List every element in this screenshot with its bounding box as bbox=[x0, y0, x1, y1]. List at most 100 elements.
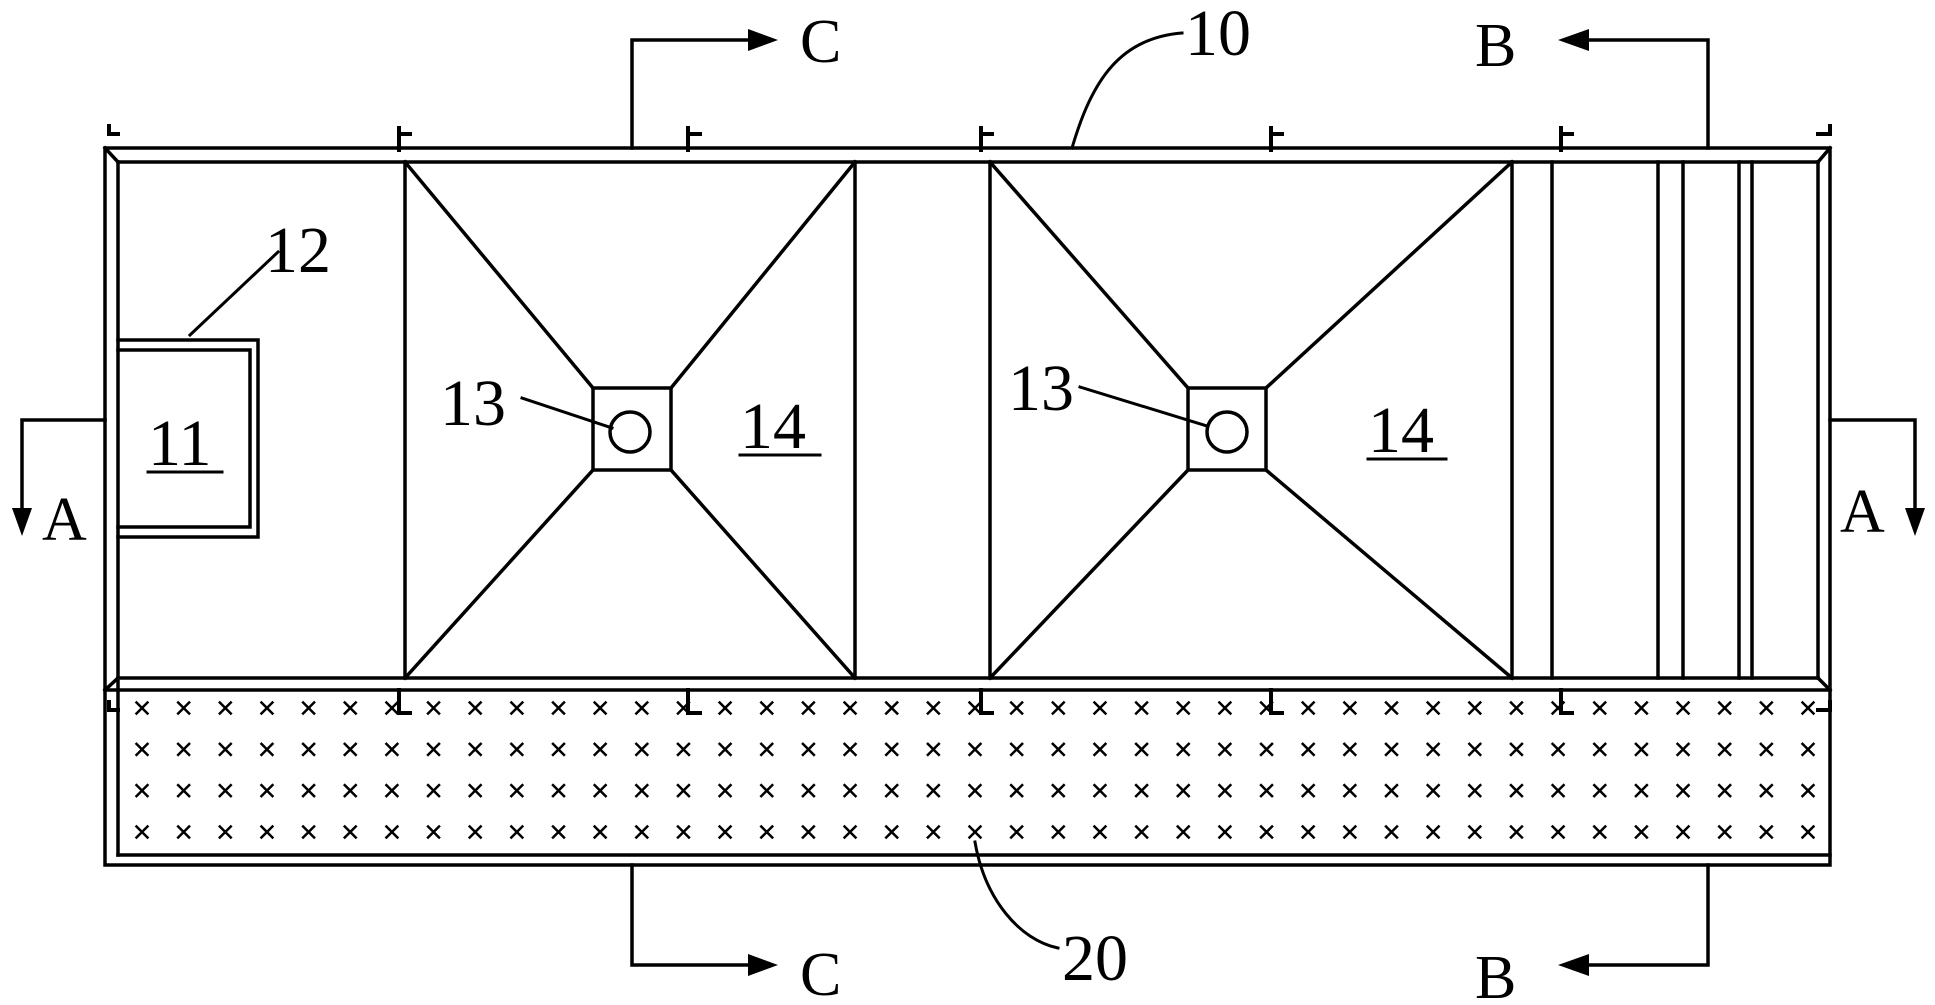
filler-cross bbox=[1300, 824, 1316, 840]
filler-cross bbox=[759, 783, 775, 798]
filler-cross bbox=[1467, 742, 1483, 757]
filler-cross bbox=[759, 742, 775, 757]
label-10: 10 bbox=[1185, 0, 1251, 70]
leader-lines bbox=[187, 31, 1209, 950]
filler-cross bbox=[301, 700, 316, 716]
filler-cross bbox=[1592, 742, 1608, 757]
filler-cross bbox=[1300, 700, 1316, 716]
filler-cross bbox=[1009, 742, 1024, 757]
filler-cross bbox=[1175, 824, 1191, 840]
filler-cross bbox=[634, 700, 650, 716]
filler-cross bbox=[1175, 700, 1191, 716]
filler-cross bbox=[1467, 783, 1483, 798]
top-bracket-ticks bbox=[107, 124, 1832, 152]
filler-cross bbox=[551, 824, 566, 840]
section-arrow-b-top bbox=[1558, 29, 1710, 150]
filler-cross bbox=[426, 742, 441, 757]
filler-cross bbox=[926, 742, 941, 757]
filler-cross bbox=[551, 783, 566, 798]
filler-cross bbox=[1800, 783, 1816, 798]
filler-cross bbox=[509, 824, 525, 840]
filler-cross bbox=[1384, 700, 1399, 716]
filler-cross bbox=[1009, 783, 1024, 798]
outer-housing bbox=[102, 145, 1833, 867]
filler-cross bbox=[176, 824, 191, 840]
filler-cross bbox=[634, 824, 650, 840]
filler-cross bbox=[842, 783, 858, 798]
filler-cross bbox=[134, 824, 150, 840]
filler-cross bbox=[426, 783, 441, 798]
filler-cross bbox=[467, 700, 483, 716]
filler-cross bbox=[1759, 742, 1774, 757]
filler-cross bbox=[801, 824, 816, 840]
filler-cross bbox=[1217, 824, 1233, 840]
filler-cross bbox=[551, 700, 566, 716]
filler-cross bbox=[592, 783, 608, 798]
filler-cross bbox=[1717, 742, 1732, 757]
inlet-box bbox=[116, 338, 260, 539]
filler-cross bbox=[1175, 742, 1191, 757]
section-letters: A A C C B B bbox=[42, 8, 1885, 1005]
filler-cross bbox=[676, 742, 691, 757]
filler-cross bbox=[218, 783, 233, 798]
filler-cross bbox=[1342, 742, 1358, 757]
filler-cross bbox=[884, 742, 899, 757]
filler-cross bbox=[884, 783, 899, 798]
section-arrow-b-bottom bbox=[1558, 863, 1710, 976]
filler-cross bbox=[884, 700, 899, 716]
filler-cross bbox=[1634, 700, 1649, 716]
filler-cross bbox=[967, 742, 983, 757]
section-arrow-c-bottom bbox=[630, 863, 778, 976]
filler-cross bbox=[926, 824, 941, 840]
filler-cross bbox=[1134, 742, 1149, 757]
filler-cross bbox=[342, 824, 358, 840]
filler-cross bbox=[509, 700, 525, 716]
filler-cross bbox=[1259, 742, 1274, 757]
section-letter-b-bottom: B bbox=[1475, 944, 1516, 1000]
filler-cross bbox=[342, 742, 358, 757]
filler-cross bbox=[1217, 742, 1233, 757]
filler-cross bbox=[342, 700, 358, 716]
filler-cross bbox=[467, 783, 483, 798]
filler-cross bbox=[426, 824, 441, 840]
filler-cross bbox=[1550, 824, 1566, 840]
filler-cross bbox=[1550, 783, 1566, 798]
filler-cross bbox=[551, 742, 566, 757]
filler-cross bbox=[1467, 824, 1483, 840]
filler-cross bbox=[1717, 783, 1732, 798]
filler-cross bbox=[967, 824, 983, 840]
outlet-hole-1 bbox=[608, 410, 652, 454]
filler-cross bbox=[717, 742, 733, 757]
filler-cross bbox=[1217, 700, 1233, 716]
filler-cross bbox=[384, 783, 400, 798]
label-14-first: 14 bbox=[740, 390, 806, 463]
filler-cross bbox=[1717, 824, 1732, 840]
filler-cross bbox=[1175, 783, 1191, 798]
filler-cross bbox=[1675, 700, 1691, 716]
filler-cross bbox=[967, 783, 983, 798]
section-letter-a-right: A bbox=[1840, 478, 1885, 546]
filler-cross bbox=[1425, 700, 1441, 716]
filler-cross bbox=[1425, 742, 1441, 757]
filler-cross bbox=[1509, 824, 1524, 840]
filler-cross bbox=[1717, 700, 1732, 716]
filler-cross bbox=[259, 783, 275, 798]
filler-cross bbox=[134, 700, 150, 716]
filler-cross bbox=[717, 783, 733, 798]
filler-cross bbox=[884, 824, 899, 840]
filler-cross bbox=[342, 783, 358, 798]
filler-cross bbox=[801, 742, 816, 757]
filler-cross bbox=[509, 742, 525, 757]
filler-cross bbox=[592, 824, 608, 840]
filler-cross bbox=[467, 742, 483, 757]
filler-cross bbox=[676, 783, 691, 798]
section-letter-a-left: A bbox=[42, 486, 87, 554]
filler-cross bbox=[1092, 742, 1108, 757]
filler-cross bbox=[634, 742, 650, 757]
filler-cross bbox=[842, 824, 858, 840]
filler-zone-crosses bbox=[134, 700, 1816, 840]
filler-cross bbox=[1509, 742, 1524, 757]
filler-cross bbox=[842, 742, 858, 757]
section-letter-c-top: C bbox=[800, 8, 841, 76]
label-20: 20 bbox=[1062, 922, 1128, 995]
